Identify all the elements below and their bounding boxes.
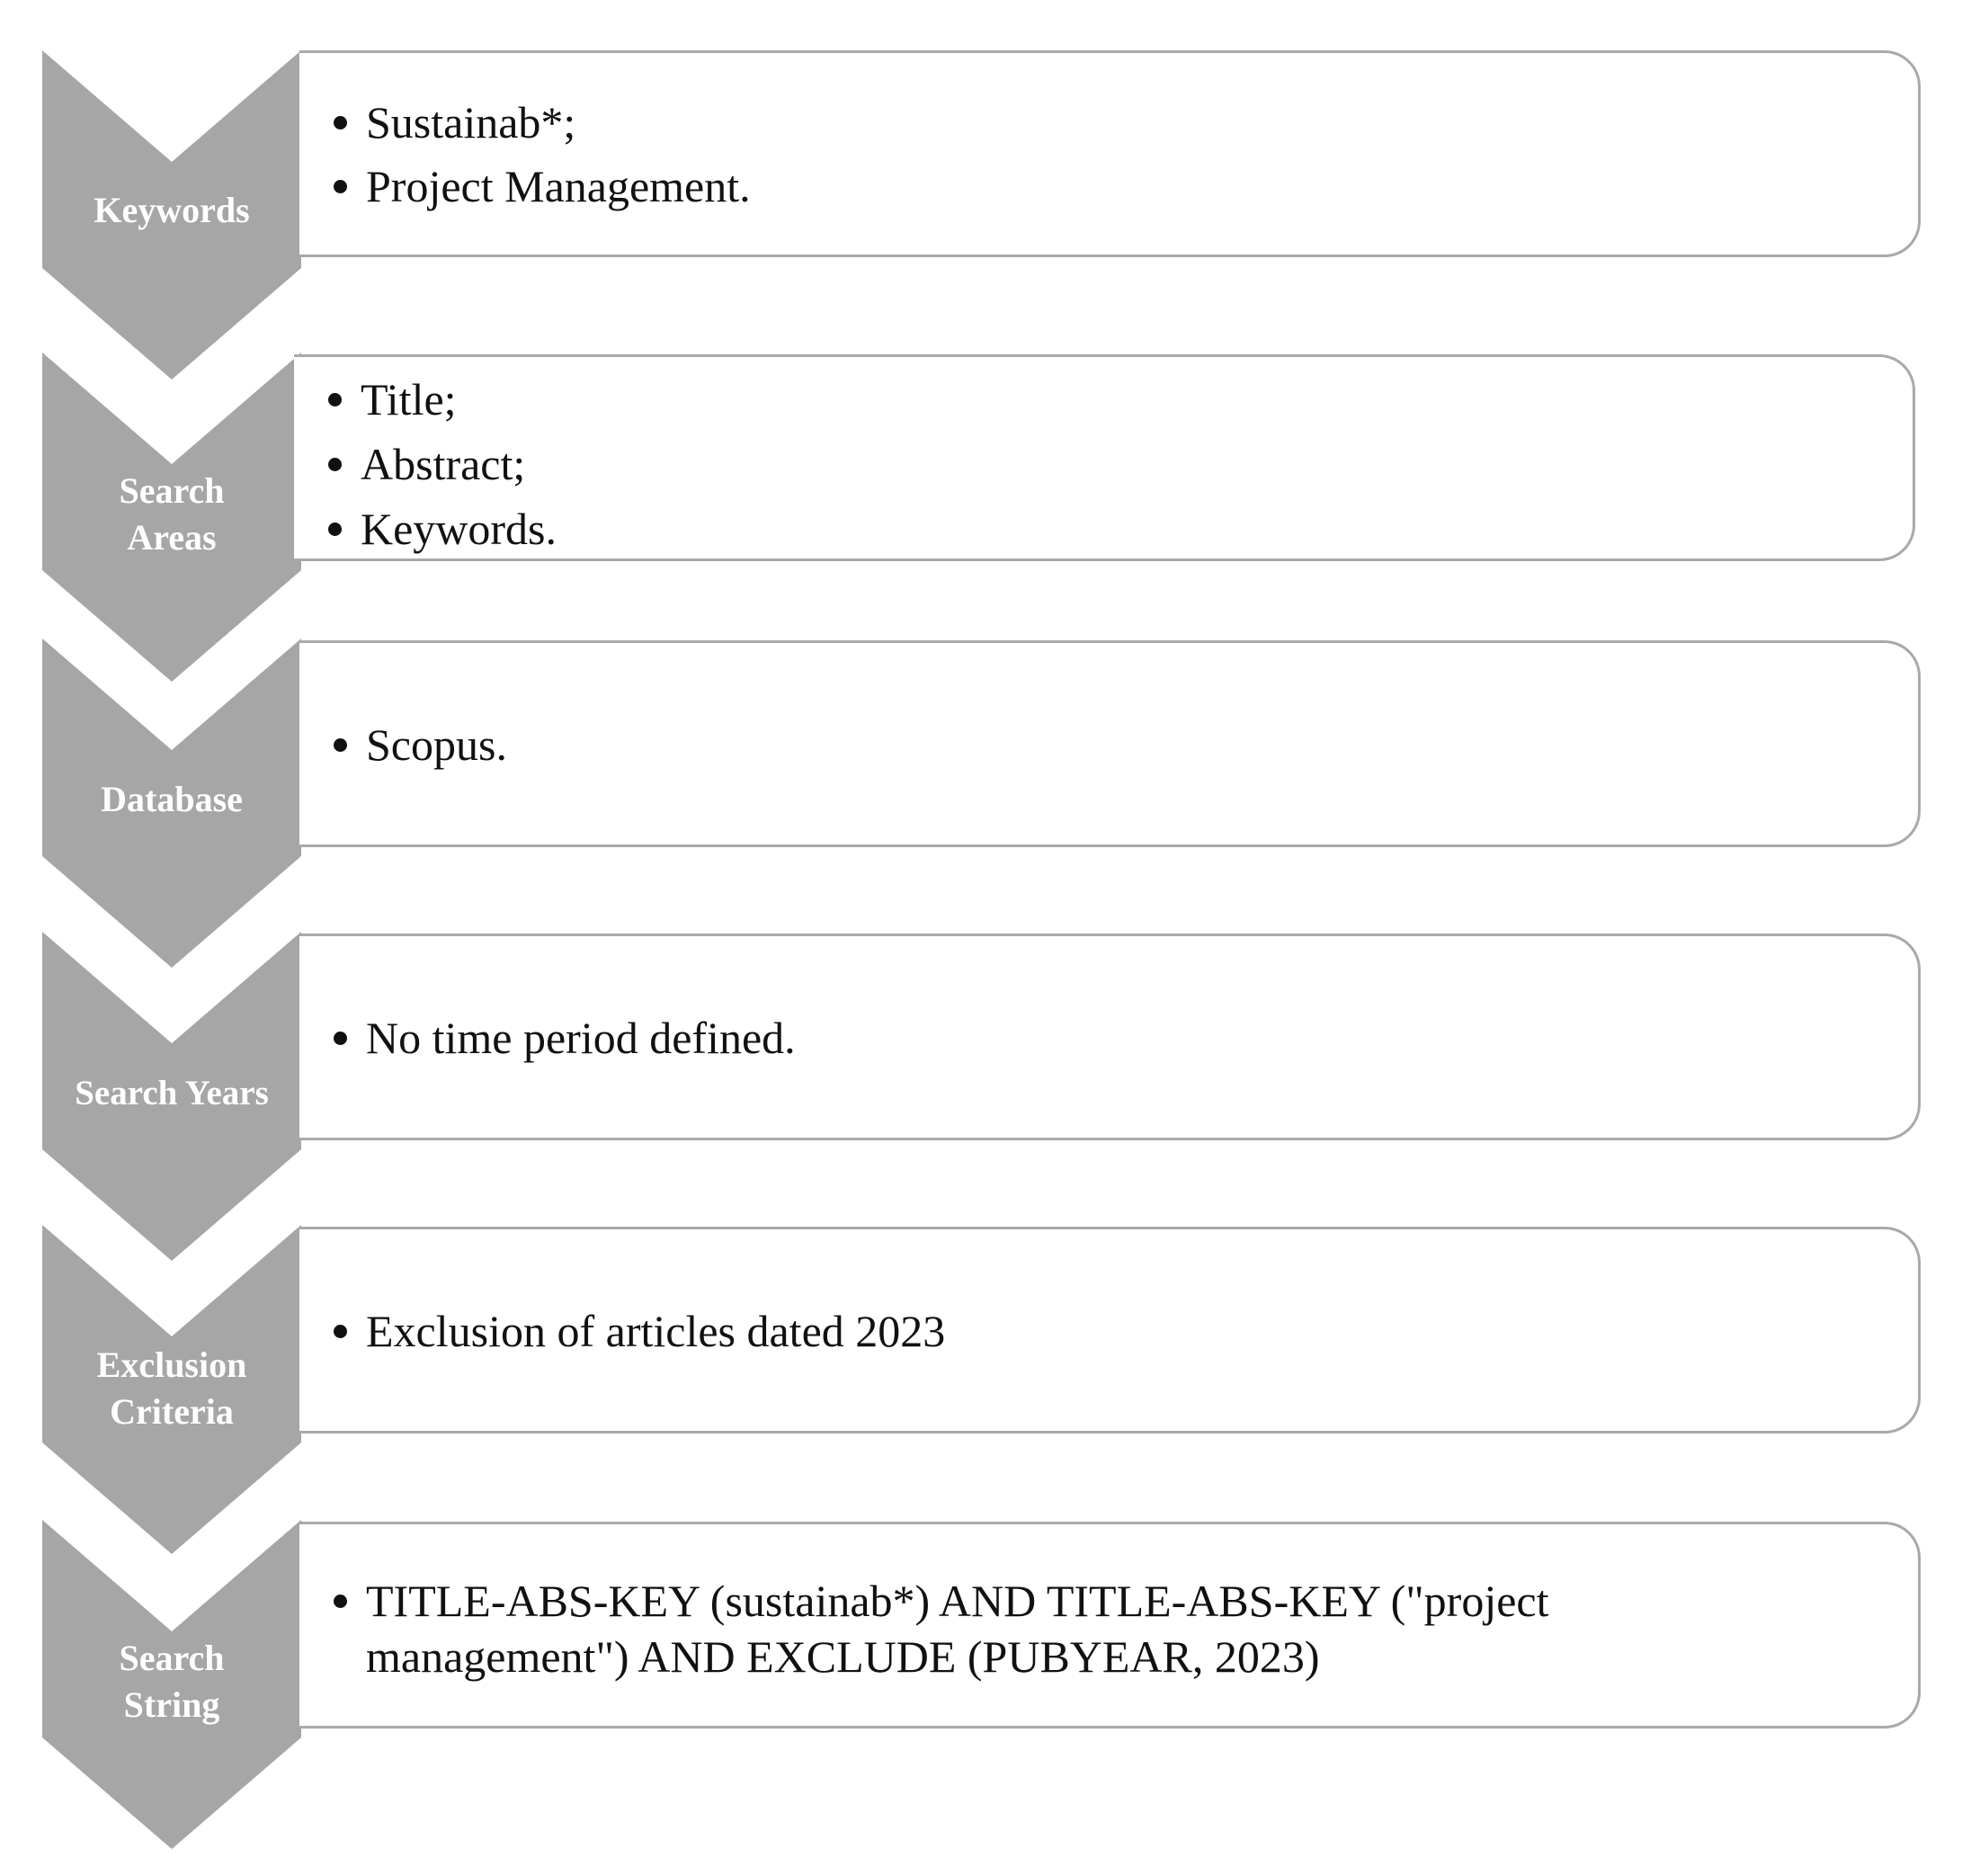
bullet-list: Exclusion of articles dated 2023 [334, 1303, 1846, 1359]
step-content-box: Sustainab*; Project Management. [299, 50, 1921, 257]
bullet-list: Title; Abstract; Keywords. [328, 371, 1841, 557]
bullet-text: Keywords. [361, 504, 557, 554]
bullet-text: No time period defined. [366, 1013, 796, 1063]
step-content-box: No time period defined. [299, 934, 1921, 1140]
chevron-shape [42, 639, 301, 968]
chevron-shape [42, 1225, 301, 1554]
bullet-icon [334, 1325, 347, 1338]
bullet-list: TITLE-ABS-KEY (sustainab*) AND TITLE-ABS… [334, 1573, 1783, 1684]
bullet-icon [334, 1032, 347, 1045]
bullet-item: TITLE-ABS-KEY (sustainab*) AND TITLE-ABS… [334, 1573, 1783, 1684]
bullet-item: Title; [328, 371, 1841, 427]
bullet-icon [334, 115, 347, 130]
bullet-icon [328, 523, 342, 536]
chevron-shape [42, 932, 301, 1261]
bullet-icon [334, 738, 347, 752]
bullet-text: Project Management. [366, 160, 751, 211]
bullet-icon [328, 458, 342, 471]
bullet-item: Abstract; [328, 436, 1841, 492]
bullet-item: No time period defined. [334, 1010, 1846, 1066]
bullet-item: Sustainab*; [334, 94, 1846, 150]
step-content-box: TITLE-ABS-KEY (sustainab*) AND TITLE-ABS… [299, 1522, 1921, 1729]
step-content-box: Exclusion of articles dated 2023 [299, 1227, 1921, 1434]
step-content-box: Scopus. [299, 640, 1921, 847]
step-label: Search Years [75, 1074, 269, 1112]
bullet-text: Abstract; [361, 439, 526, 489]
bullet-list: Sustainab*; Project Management. [334, 94, 1846, 214]
bullet-text: TITLE-ABS-KEY (sustainab*) AND TITLE-ABS… [366, 1576, 1549, 1682]
chevron-shape [42, 353, 301, 682]
bullet-icon [334, 1595, 347, 1608]
chevron-shape [42, 50, 301, 380]
bullet-item: Keywords. [328, 501, 1841, 557]
step-label: Exclusion Criteria [96, 1344, 247, 1432]
bullet-text: Scopus. [366, 719, 507, 770]
step-label: Search String [119, 1638, 225, 1725]
bullet-icon [328, 393, 342, 406]
step-content-box: Title; Abstract; Keywords. [294, 354, 1915, 561]
bullet-text: Exclusion of articles dated 2023 [366, 1306, 946, 1356]
bullet-text: Title; [361, 374, 457, 424]
chevron-shape [42, 1520, 301, 1849]
bullet-icon [334, 179, 347, 193]
step-label: Search Areas [119, 470, 225, 558]
bullet-text: Sustainab*; [366, 96, 576, 147]
step-label: Database [101, 779, 243, 819]
step-label: Keywords [94, 190, 250, 230]
bullet-item: Project Management. [334, 158, 1846, 214]
bullet-list: Scopus. [334, 717, 1846, 773]
bullet-item: Exclusion of articles dated 2023 [334, 1303, 1846, 1359]
bullet-item: Scopus. [334, 717, 1846, 773]
bullet-list: No time period defined. [334, 1010, 1846, 1066]
